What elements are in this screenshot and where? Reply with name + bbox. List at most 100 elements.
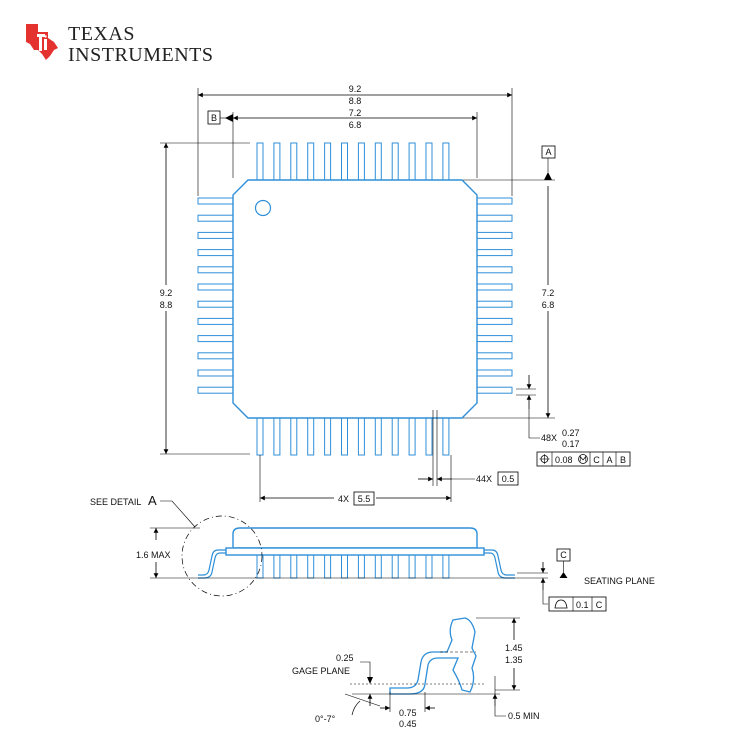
right-lead — [473, 335, 513, 343]
right-lead — [473, 386, 513, 394]
right-lead — [473, 352, 513, 360]
foot-length-min: 0.45 — [399, 719, 417, 729]
bottom-lead — [442, 414, 450, 456]
lead-width-prefix: 48X — [541, 433, 557, 443]
position-tolerance: 0.08 — [555, 455, 573, 465]
ti-state-icon — [26, 24, 58, 60]
fcf-datum-c: C — [593, 455, 600, 465]
width-outer-max: 9.2 — [349, 84, 362, 94]
bottom-lead — [273, 414, 281, 456]
right-lead — [473, 369, 513, 377]
bottom-lead — [408, 414, 416, 456]
right-gull-wing-lead — [484, 549, 515, 579]
bottom-lead — [357, 414, 365, 456]
pitch-value: 0.5 — [502, 474, 515, 484]
side-height-label: 1.6 MAX — [136, 550, 171, 560]
fcf-datum-b: B — [620, 455, 626, 465]
bottom-lead — [307, 414, 315, 456]
label-mask — [156, 285, 176, 311]
pin1-marker — [254, 199, 272, 217]
right-lead — [473, 249, 513, 257]
side-view: 1.6 MAX SEE DETAIL A C SEATING PLANE 0.1… — [90, 493, 655, 612]
top-lead — [391, 142, 399, 184]
min-length-label: 0.5 MIN — [508, 711, 540, 721]
top-lead — [442, 142, 450, 184]
top-lead — [374, 142, 382, 184]
datum-b-box — [207, 110, 221, 125]
bottom-lead — [256, 414, 264, 456]
top-lead — [324, 142, 332, 184]
flatness-datum: C — [596, 600, 603, 610]
right-lead — [473, 231, 513, 239]
gage-value: 0.25 — [336, 653, 354, 663]
mmc-icon — [578, 454, 588, 464]
detail-height-max: 1.45 — [505, 643, 523, 653]
right-lead — [473, 266, 513, 274]
height-outer-max: 9.2 — [160, 288, 173, 298]
arrow-head — [367, 677, 373, 684]
top-lead — [341, 142, 348, 184]
top-lead — [273, 142, 281, 184]
angle-arc — [351, 700, 361, 716]
datum-c-label: C — [560, 550, 567, 560]
see-detail-label: SEE DETAIL — [90, 497, 141, 507]
leader-line — [360, 661, 371, 678]
height-body-max: 7.2 — [542, 288, 555, 298]
left-lead — [197, 214, 237, 222]
bottom-lead — [374, 414, 382, 456]
angle-label: 0°-7° — [315, 714, 336, 724]
right-lead — [473, 300, 513, 308]
left-gull-wing-lead — [198, 549, 226, 579]
top-lead — [307, 142, 315, 184]
fcf-datum-a: A — [606, 455, 612, 465]
pitch-basic-box — [497, 471, 519, 486]
left-lead — [197, 300, 237, 308]
top-lead — [357, 142, 365, 184]
datum-b-label: B — [211, 113, 217, 123]
datum-a-label: A — [545, 147, 551, 157]
bottom-lead — [341, 414, 348, 456]
left-lead — [197, 231, 237, 239]
lead-width-min: 0.17 — [562, 439, 580, 449]
side-body — [232, 527, 478, 549]
height-body-min: 6.8 — [542, 300, 555, 310]
width-body-min: 6.8 — [349, 120, 362, 130]
width-outer-min: 8.8 — [349, 96, 362, 106]
top-lead — [408, 142, 416, 184]
span-value: 5.5 — [358, 494, 371, 504]
angle-line — [344, 693, 381, 707]
gage-plane-label: GAGE PLANE — [292, 666, 350, 676]
foot-length-max: 0.75 — [399, 708, 417, 718]
right-lead — [473, 214, 513, 222]
left-lead — [197, 352, 237, 360]
bottom-lead — [391, 414, 399, 456]
left-lead — [197, 197, 237, 205]
top-lead — [290, 142, 298, 184]
logo-line-1: TEXAS — [68, 23, 135, 45]
flatness-tol: 0.1 — [576, 600, 589, 610]
side-body-edge — [225, 547, 485, 556]
datum-triangle — [544, 172, 552, 180]
detail-lead-outline — [389, 617, 477, 695]
right-lead — [473, 283, 513, 291]
left-lead — [197, 266, 237, 274]
detail-a-circle — [181, 515, 263, 597]
bottom-lead — [290, 414, 298, 456]
left-lead — [197, 335, 237, 343]
left-lead — [197, 317, 237, 325]
span-basic-box — [353, 491, 375, 506]
texas-instruments-logo: TEXAS INSTRUMENTS — [20, 20, 240, 70]
top-view: 9.2 8.8 7.2 6.8 B 9.2 8.8 A 7. — [156, 84, 631, 506]
position-icon — [539, 454, 550, 464]
top-lead — [425, 142, 433, 184]
bottom-lead — [425, 414, 433, 456]
datum-triangle — [225, 114, 233, 122]
package-body — [232, 179, 478, 419]
pitch-prefix: 44X — [476, 474, 492, 484]
logo-line-2: INSTRUMENTS — [68, 44, 214, 66]
width-body-max: 7.2 — [349, 108, 362, 118]
right-lead — [473, 317, 513, 325]
left-lead — [197, 283, 237, 291]
detail-height-min: 1.35 — [505, 655, 523, 665]
